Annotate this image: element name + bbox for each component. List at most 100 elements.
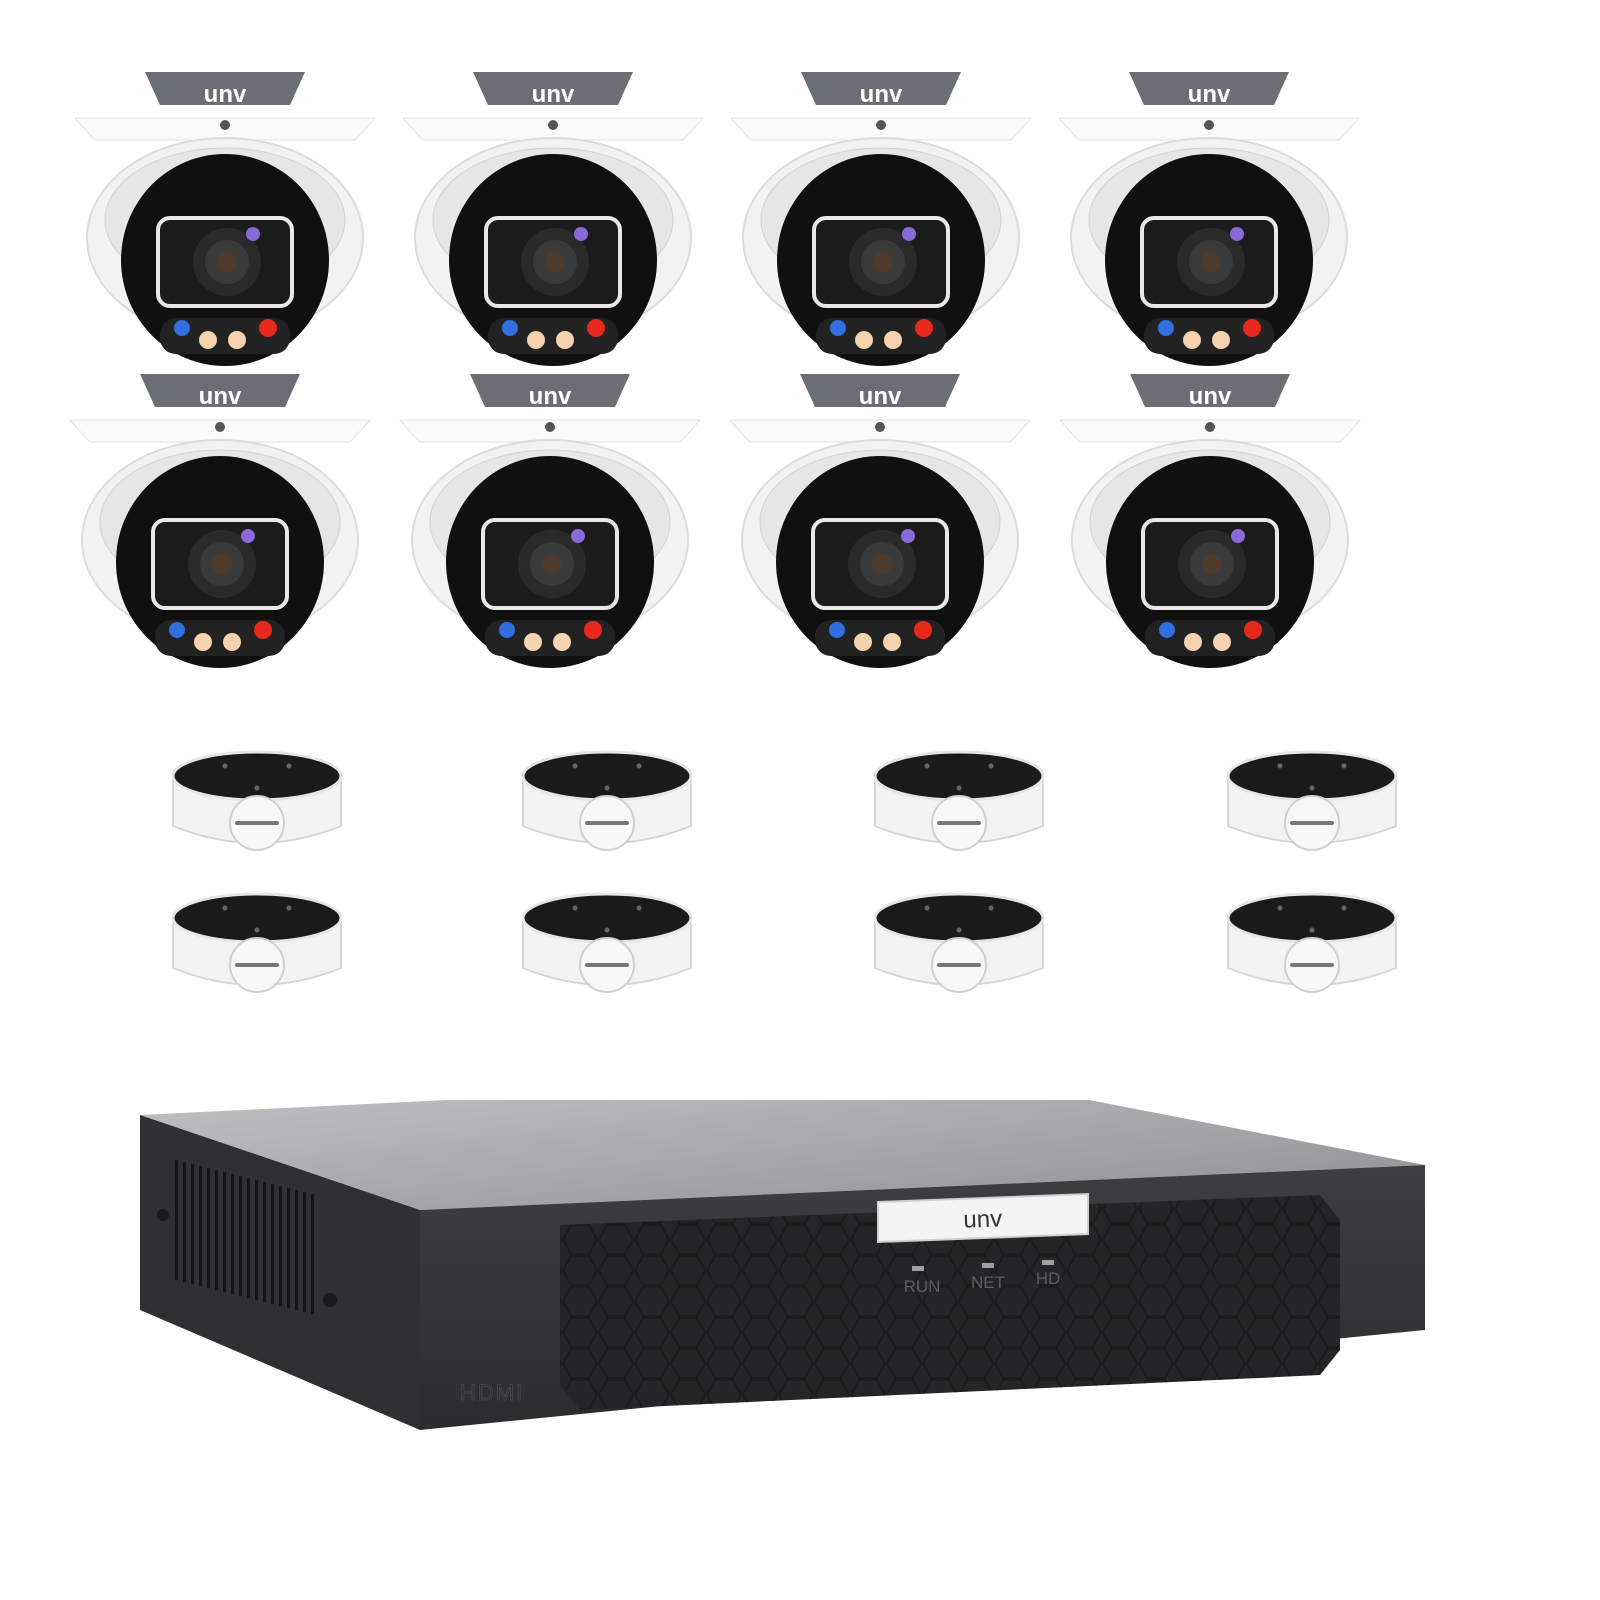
warm-led-icon — [553, 633, 571, 651]
led-panel — [816, 318, 946, 354]
camera-brand-label: unv — [859, 383, 902, 410]
side-vents — [175, 1160, 314, 1314]
indicator-run-label: RUN — [904, 1277, 941, 1296]
status-light-icon — [1205, 422, 1215, 432]
status-light-icon — [548, 120, 558, 130]
dome-camera-2: unv — [401, 72, 705, 366]
junction-box-mount-2 — [521, 750, 693, 851]
mount-top — [873, 750, 1045, 802]
brand-tab — [473, 72, 633, 105]
dome-camera-8: unv — [1058, 374, 1362, 668]
dome-camera-3: unv — [729, 72, 1033, 366]
mount-top — [521, 892, 693, 944]
led-panel — [1145, 620, 1275, 656]
camera-brand-label: unv — [529, 383, 572, 410]
warm-led-icon — [556, 331, 574, 349]
led-panel — [815, 620, 945, 656]
warm-led-icon — [1184, 633, 1202, 651]
led-panel — [155, 620, 285, 656]
hdmi-port-label: HDMI — [460, 1380, 524, 1405]
mount-top — [521, 750, 693, 802]
camera-brand-label: unv — [199, 383, 242, 410]
blue-led-icon — [502, 320, 518, 336]
junction-box-mount-3 — [873, 750, 1045, 851]
warm-led-icon — [855, 331, 873, 349]
blue-led-icon — [169, 622, 185, 638]
junction-box-mount-6 — [521, 892, 693, 993]
red-led-icon — [584, 621, 602, 639]
camera-brand-label: unv — [860, 81, 903, 108]
status-light-icon — [545, 422, 555, 432]
warm-led-icon — [1183, 331, 1201, 349]
mount-top — [171, 750, 343, 802]
junction-box-mount-1 — [171, 750, 343, 851]
warm-led-icon — [1212, 331, 1230, 349]
blue-led-icon — [830, 320, 846, 336]
red-led-icon — [1243, 319, 1261, 337]
warm-led-icon — [199, 331, 217, 349]
status-indicators: RUN NET HD — [904, 1260, 1061, 1296]
nvr-brand-badge — [877, 1192, 1089, 1244]
dome-camera-6: unv — [398, 374, 702, 668]
led-panel — [485, 620, 615, 656]
red-led-icon — [259, 319, 277, 337]
red-led-icon — [1244, 621, 1262, 639]
brand-tab — [801, 72, 961, 105]
brand-tab — [140, 374, 300, 407]
dome-camera-7: unv — [728, 374, 1032, 668]
red-led-icon — [915, 319, 933, 337]
network-video-recorder: unv RUN NET HD HDMI — [140, 1100, 1425, 1430]
indicator-hd-label: HD — [1036, 1269, 1061, 1288]
mount-top — [1226, 892, 1398, 944]
warm-led-icon — [228, 331, 246, 349]
screw-icon — [323, 1293, 337, 1307]
dome-camera-1: unv — [73, 72, 377, 366]
screw-icon — [157, 1209, 169, 1221]
blue-led-icon — [174, 320, 190, 336]
mount-top — [873, 892, 1045, 944]
warm-led-icon — [854, 633, 872, 651]
status-light-icon — [1204, 120, 1214, 130]
warm-led-icon — [527, 331, 545, 349]
brand-tab — [1129, 72, 1289, 105]
led-panel — [488, 318, 618, 354]
status-light-icon — [215, 422, 225, 432]
mount-top — [1226, 750, 1398, 802]
camera-brand-label: unv — [1189, 383, 1232, 410]
dome-camera-5: unv — [68, 374, 372, 668]
brand-tab — [470, 374, 630, 407]
status-light-icon — [220, 120, 230, 130]
indicator-net-label: NET — [971, 1273, 1005, 1292]
junction-box-mount-8 — [1226, 892, 1398, 993]
brand-tab — [800, 374, 960, 407]
status-light-icon — [876, 120, 886, 130]
red-led-icon — [587, 319, 605, 337]
mount-top — [171, 892, 343, 944]
blue-led-icon — [499, 622, 515, 638]
warm-led-icon — [883, 633, 901, 651]
nvr-brand-text: unv — [963, 1205, 1003, 1233]
blue-led-icon — [829, 622, 845, 638]
red-led-icon — [254, 621, 272, 639]
dome-camera-4: unv — [1057, 72, 1361, 366]
status-light-icon — [875, 422, 885, 432]
led-panel — [1144, 318, 1274, 354]
nvr-top-surface — [140, 1100, 1425, 1210]
junction-box-mount-5 — [171, 892, 343, 993]
blue-led-icon — [1158, 320, 1174, 336]
brand-tab — [1130, 374, 1290, 407]
warm-led-icon — [194, 633, 212, 651]
warm-led-icon — [524, 633, 542, 651]
red-led-icon — [914, 621, 932, 639]
junction-box-mount-4 — [1226, 750, 1398, 851]
hex-grille-pattern — [560, 1195, 1340, 1410]
blue-led-icon — [1159, 622, 1175, 638]
brand-tab — [145, 72, 305, 105]
camera-brand-label: unv — [204, 81, 247, 108]
warm-led-icon — [1213, 633, 1231, 651]
junction-box-mount-7 — [873, 892, 1045, 993]
camera-brand-label: unv — [1188, 81, 1231, 108]
led-panel — [160, 318, 290, 354]
warm-led-icon — [884, 331, 902, 349]
